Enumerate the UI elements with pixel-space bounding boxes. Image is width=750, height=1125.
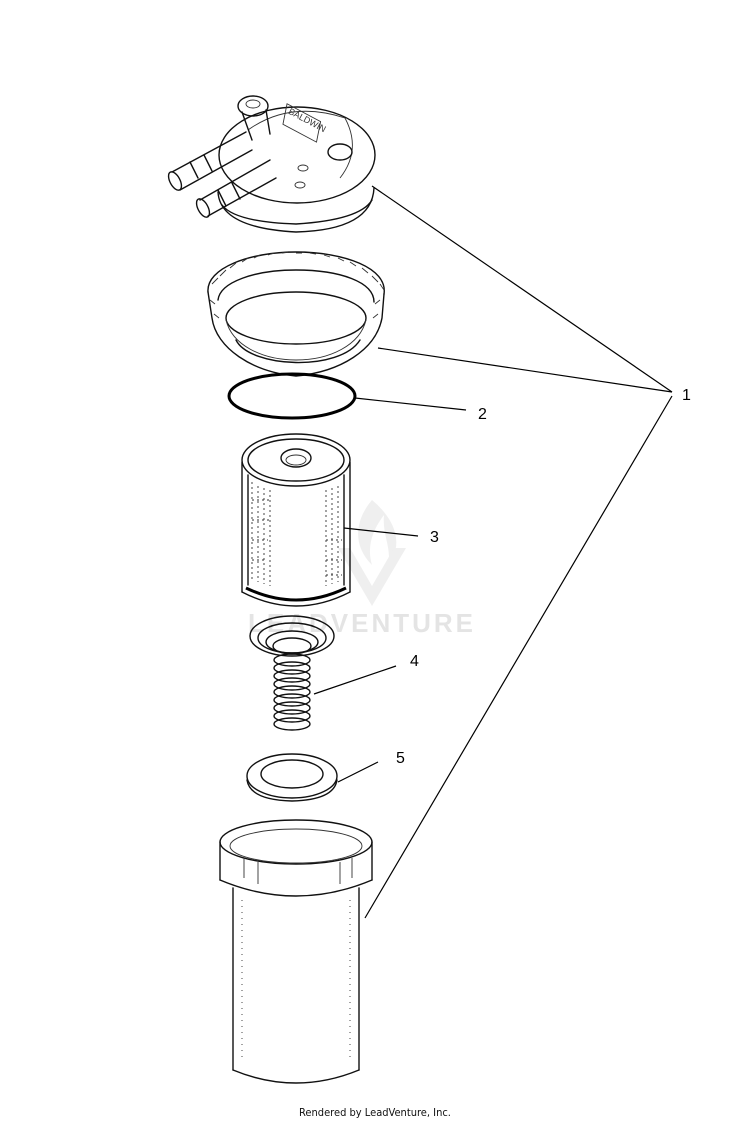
collar-ring [207,251,385,377]
callout-4: 4 [410,653,419,670]
callout-3: 3 [430,529,439,546]
leadventure-logo [338,500,406,606]
filter-element [241,433,351,607]
callout-1: 1 [682,387,691,404]
footer-credit: Rendered by LeadVenture, Inc. [299,1106,451,1119]
callout-2: 2 [478,406,487,423]
washer-seal [246,753,338,802]
callout-5: 5 [396,750,405,767]
leader-lines [313,185,673,919]
filter-head-cap: BALDWIN [167,95,376,233]
spring [249,615,335,731]
filter-bowl [219,819,373,1084]
watermark: LEADVENTURE [248,500,473,638]
o-ring [227,372,357,420]
